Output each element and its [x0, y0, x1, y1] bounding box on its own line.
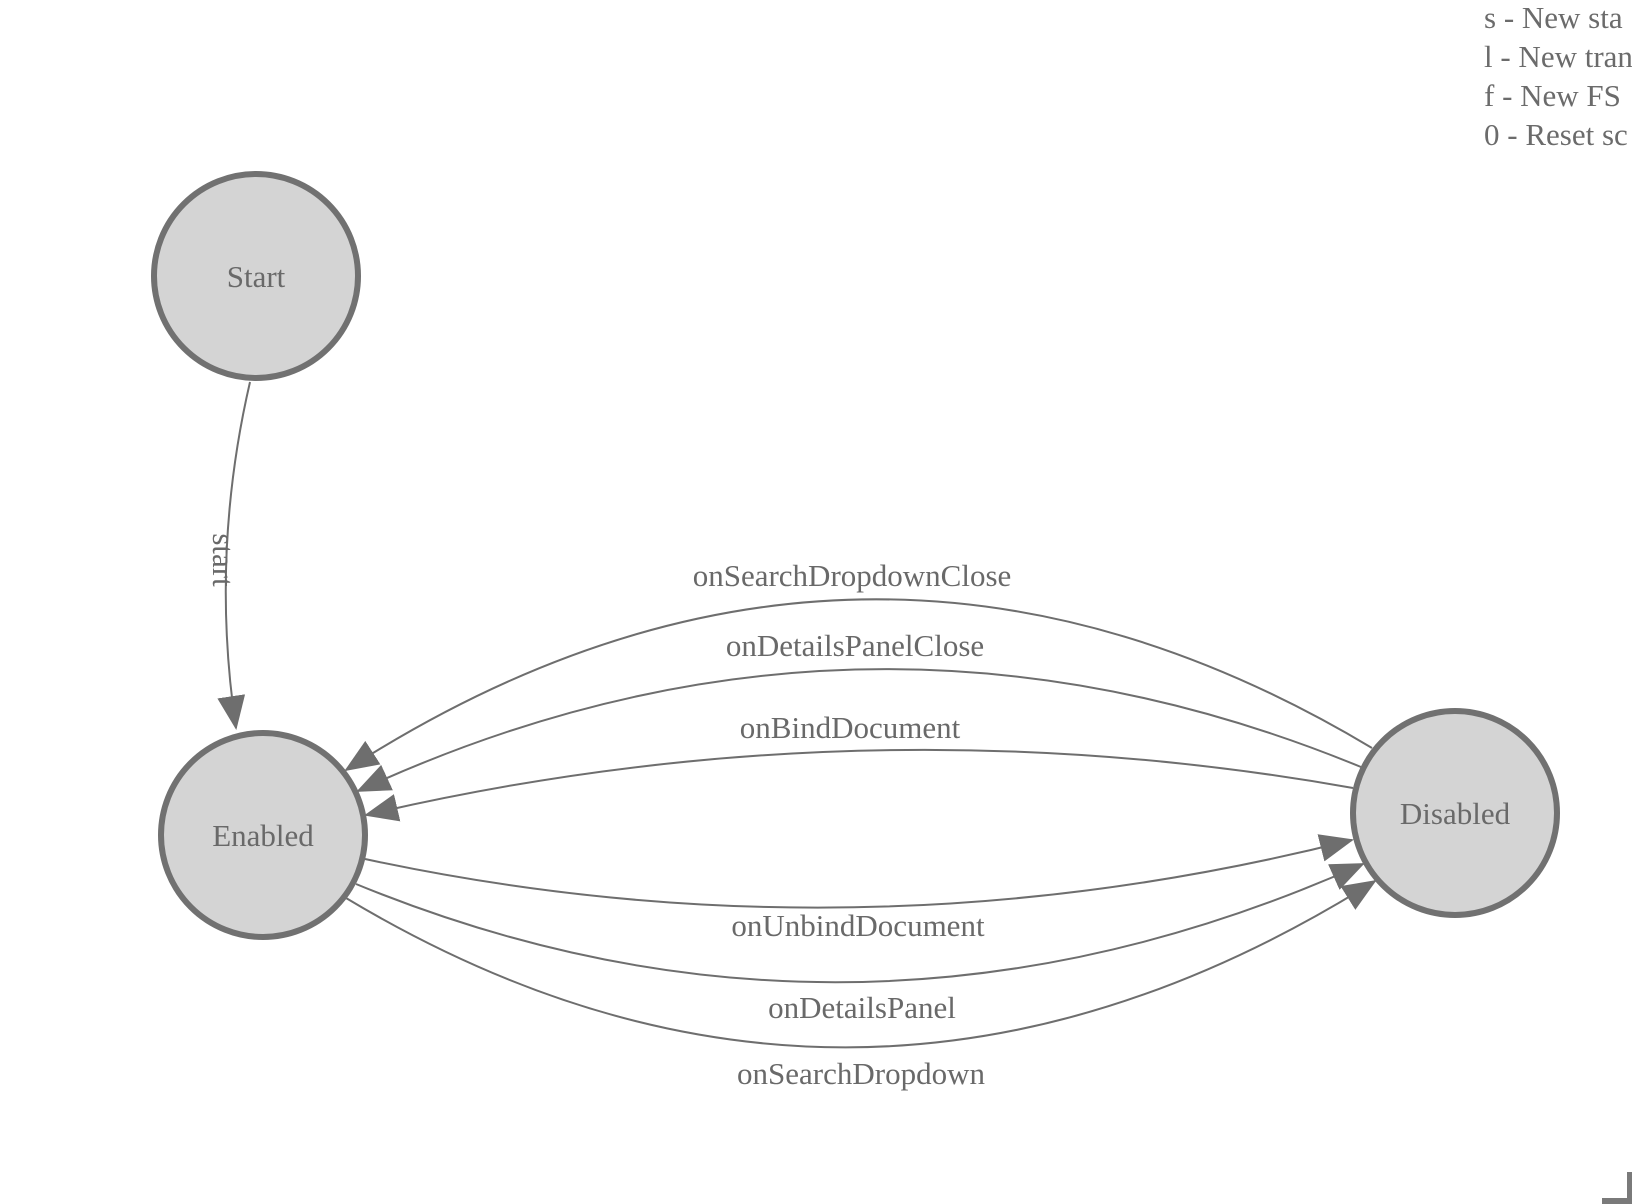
edge-onsearchdropdownclose: [344, 598, 1373, 772]
legend-item-new-fsm: f - New FS: [1484, 78, 1621, 113]
edge-label-onunbinddocument: onUnbindDocument: [731, 908, 985, 943]
state-circle-enabled[interactable]: [158, 730, 368, 940]
edge-label-ondetailspanelclose: onDetailsPanelClose: [726, 628, 984, 663]
legend-item-new-state: s - New sta: [1484, 0, 1623, 35]
edge-start-to-enabled: [217, 381, 251, 730]
edge-label-start: start: [206, 533, 241, 587]
edge-label-ondetailspanel: onDetailsPanel: [768, 990, 956, 1025]
canvas-corner-bracket-icon: [1602, 1172, 1632, 1204]
state-node-start[interactable]: Start: [151, 171, 361, 381]
edge-ondetailspanelclose: [356, 668, 1362, 792]
node-group: Start Enabled Disabled: [151, 171, 1560, 940]
state-label-enabled: Enabled: [212, 818, 314, 853]
edge-label-group: start onSearchDropdownClose onDetailsPan…: [206, 533, 1011, 1091]
state-label-start: Start: [227, 259, 286, 294]
state-circle-disabled[interactable]: [1350, 708, 1560, 918]
edge-group: [217, 381, 1377, 1049]
edge-onsearchdropdown: [345, 879, 1377, 1049]
state-node-disabled[interactable]: Disabled: [1350, 708, 1560, 918]
edge-label-onbinddocument: onBindDocument: [740, 710, 961, 745]
legend-item-reset: 0 - Reset sc: [1484, 117, 1628, 152]
state-node-enabled[interactable]: Enabled: [158, 730, 368, 940]
state-circle-start[interactable]: [151, 171, 361, 381]
edge-onbinddocument: [364, 748, 1354, 822]
state-label-disabled: Disabled: [1400, 796, 1511, 831]
edge-onunbinddocument: [364, 834, 1354, 909]
legend-item-new-transition: l - New tran: [1484, 39, 1632, 74]
edge-ondetailspanel: [355, 863, 1365, 984]
shortcut-legend: s - New sta l - New tran f - New FS 0 - …: [1484, 0, 1632, 154]
edge-label-onsearchdropdown: onSearchDropdown: [737, 1056, 985, 1091]
edge-label-onsearchdropdownclose: onSearchDropdownClose: [693, 558, 1012, 593]
